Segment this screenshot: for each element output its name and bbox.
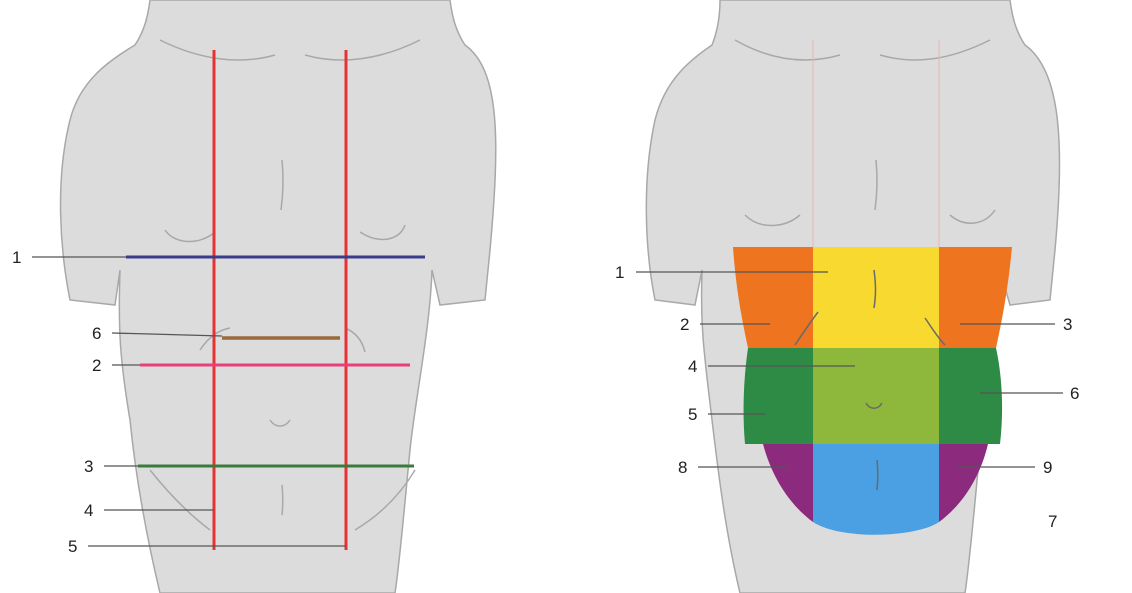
region-epigastric xyxy=(813,247,939,348)
left-label-2: 2 xyxy=(92,356,101,375)
right-label-7: 7 xyxy=(1048,512,1057,531)
left-label-4: 4 xyxy=(84,501,93,520)
left-figure: 1 6 2 3 4 5 xyxy=(12,0,496,593)
region-right-hypochondriac xyxy=(733,247,813,348)
right-label-8: 8 xyxy=(678,458,687,477)
region-hypogastric xyxy=(813,444,939,535)
right-label-3: 3 xyxy=(1063,315,1072,334)
left-torso-silhouette xyxy=(61,0,496,593)
region-right-lumbar xyxy=(744,348,813,444)
right-label-4: 4 xyxy=(688,357,697,376)
right-label-1: 1 xyxy=(615,263,624,282)
left-label-3: 3 xyxy=(84,457,93,476)
right-label-9: 9 xyxy=(1043,458,1052,477)
right-linea xyxy=(877,460,878,490)
left-label-5: 5 xyxy=(68,537,77,556)
right-label-6: 6 xyxy=(1070,384,1079,403)
region-left-lumbar xyxy=(939,348,1002,444)
right-label-5: 5 xyxy=(688,405,697,424)
right-figure: 1 2 3 4 6 5 8 9 7 xyxy=(615,0,1079,593)
region-left-hypochondriac xyxy=(939,247,1012,348)
left-label-1: 1 xyxy=(12,248,21,267)
left-label-6: 6 xyxy=(92,324,101,343)
left-linea xyxy=(282,485,283,515)
region-umbilical xyxy=(813,348,939,444)
right-label-2: 2 xyxy=(680,315,689,334)
